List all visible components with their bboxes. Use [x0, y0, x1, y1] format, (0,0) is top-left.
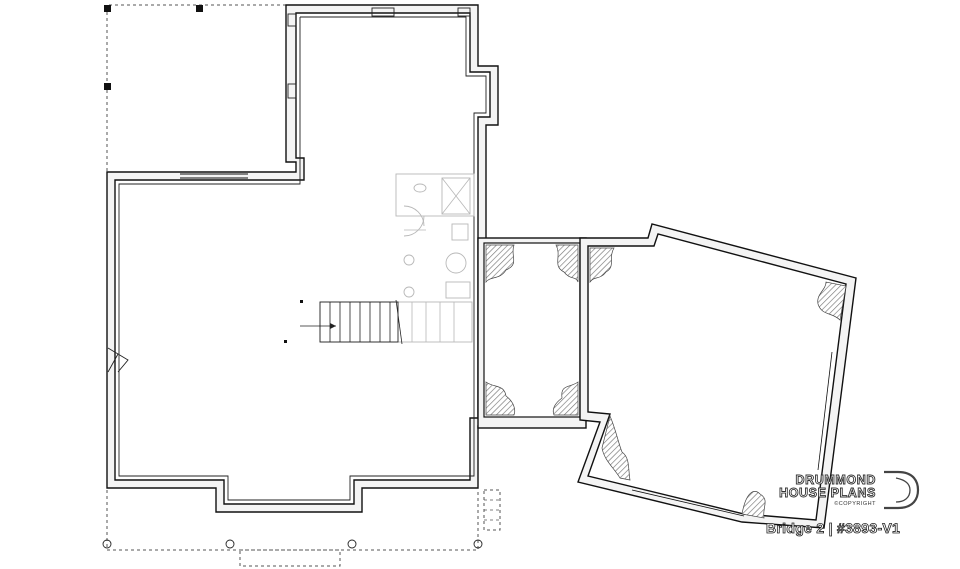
- window: [287, 83, 297, 99]
- porch-post: [104, 5, 111, 12]
- furnace-icon: [445, 281, 471, 299]
- d-mark-icon: [884, 470, 920, 510]
- porch-post: [196, 5, 203, 12]
- porch-post: [104, 83, 111, 90]
- rear-porch: [104, 4, 286, 172]
- main-house-walls: [106, 4, 499, 513]
- staircase: [284, 299, 473, 345]
- brand-logo: DRUMMOND HOUSE PLANS ©COPYRIGHT: [752, 473, 876, 507]
- bathroom-area: [395, 173, 475, 299]
- front-porch: [102, 489, 501, 567]
- copyright-text: ©COPYRIGHT: [834, 501, 876, 507]
- plan-caption: Bridge 2 | #3893-V1: [766, 520, 901, 537]
- garage: [577, 223, 857, 529]
- cold-room: [477, 237, 587, 429]
- garage-door: [631, 489, 745, 517]
- brand-name-line1: DRUMMOND: [795, 473, 876, 487]
- brand-name-line2: HOUSE PLANS: [779, 486, 876, 500]
- water-heater-icon: [445, 252, 467, 274]
- side-door: [107, 347, 129, 373]
- window: [371, 7, 395, 17]
